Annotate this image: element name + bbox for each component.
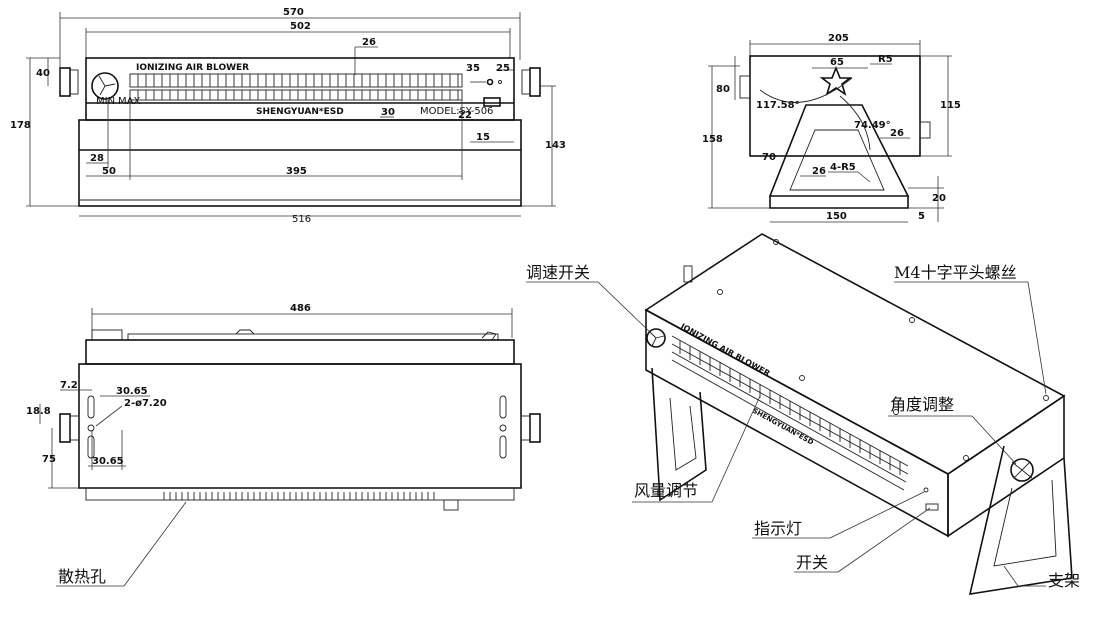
dim-65: 65	[830, 57, 844, 68]
front-model-text: MODEL:SY-506	[420, 106, 493, 117]
dim-205: 205	[828, 33, 849, 44]
hole-spec: 2-ø7.20	[124, 398, 167, 409]
svg-text:MAX: MAX	[118, 96, 140, 107]
front-view: 570 502 26 MIN MAX IONIZING AIR BLOWER S…	[10, 7, 566, 225]
dim-5: 5	[918, 211, 925, 222]
dim-178: 178	[10, 120, 31, 131]
dim-70: 70	[762, 152, 776, 163]
iso-view: IONIZING AIR BLOWER SHENGYUAN*ESD 调速开关 M…	[526, 233, 1080, 595]
dim-22: 22	[458, 110, 472, 121]
dim-570: 570	[283, 7, 304, 18]
dim-15: 15	[476, 132, 490, 143]
dim-30-65-a: 30.65	[116, 386, 148, 397]
dim-115: 115	[940, 100, 961, 111]
dim-28: 28	[90, 153, 104, 164]
dim-r5-top: R5	[878, 54, 893, 65]
callout-screw: M4十字平头螺丝	[894, 263, 1017, 282]
dim-40: 40	[36, 68, 50, 79]
side-view: 205 65 R5 80 115 158 117.58° 74.49° 26 7…	[702, 33, 961, 223]
svg-text:MIN: MIN	[96, 96, 115, 107]
dim-50: 50	[102, 166, 116, 177]
dim-26-front: 26	[362, 37, 376, 48]
callout-airflow: 风量调节	[634, 481, 698, 500]
dim-502: 502	[290, 21, 311, 32]
dim-4-r5: 4-R5	[830, 162, 856, 173]
dim-158: 158	[702, 134, 723, 145]
dim-18-8: 18.8	[26, 406, 51, 417]
callout-switch: 开关	[796, 553, 828, 572]
dim-395: 395	[286, 166, 307, 177]
callout-speed-switch: 调速开关	[526, 263, 590, 282]
dim-30: 30	[381, 107, 395, 118]
callout-indicator: 指示灯	[754, 519, 802, 538]
iso-louvers	[671, 335, 909, 491]
dim-26-side-a: 26	[890, 128, 904, 139]
iso-brand-2: SHENGYUAN*ESD	[751, 407, 815, 447]
dim-7-2: 7.2	[60, 380, 78, 391]
iso-brand: IONIZING AIR BLOWER	[679, 322, 771, 378]
dim-26-side-b: 26	[812, 166, 826, 177]
front-brand-top: IONIZING AIR BLOWER	[136, 63, 249, 73]
dim-143: 143	[545, 140, 566, 151]
dim-486: 486	[290, 303, 311, 314]
callout-angle-adjust: 角度调整	[890, 395, 954, 414]
callout-stand: 支架	[1048, 571, 1080, 590]
callout-vent: 散热孔	[58, 567, 106, 586]
angle-117: 117.58°	[756, 100, 800, 111]
dim-35: 35	[466, 63, 480, 74]
dim-bottom: 516	[292, 214, 311, 225]
dim-75: 75	[42, 454, 56, 465]
dim-25: 25	[496, 63, 510, 74]
dim-20: 20	[932, 193, 946, 204]
dim-80: 80	[716, 84, 730, 95]
rear-view: 486 7.2 30.65 2-ø7.20 18	[26, 303, 541, 587]
dim-150: 150	[826, 211, 847, 222]
front-brand-bottom: SHENGYUAN*ESD	[256, 107, 344, 117]
rear-vent-slots	[163, 492, 459, 511]
dim-30-65-b: 30.65	[92, 456, 124, 467]
front-louver-grid	[129, 73, 463, 101]
angle-74: 74.49°	[854, 120, 891, 131]
